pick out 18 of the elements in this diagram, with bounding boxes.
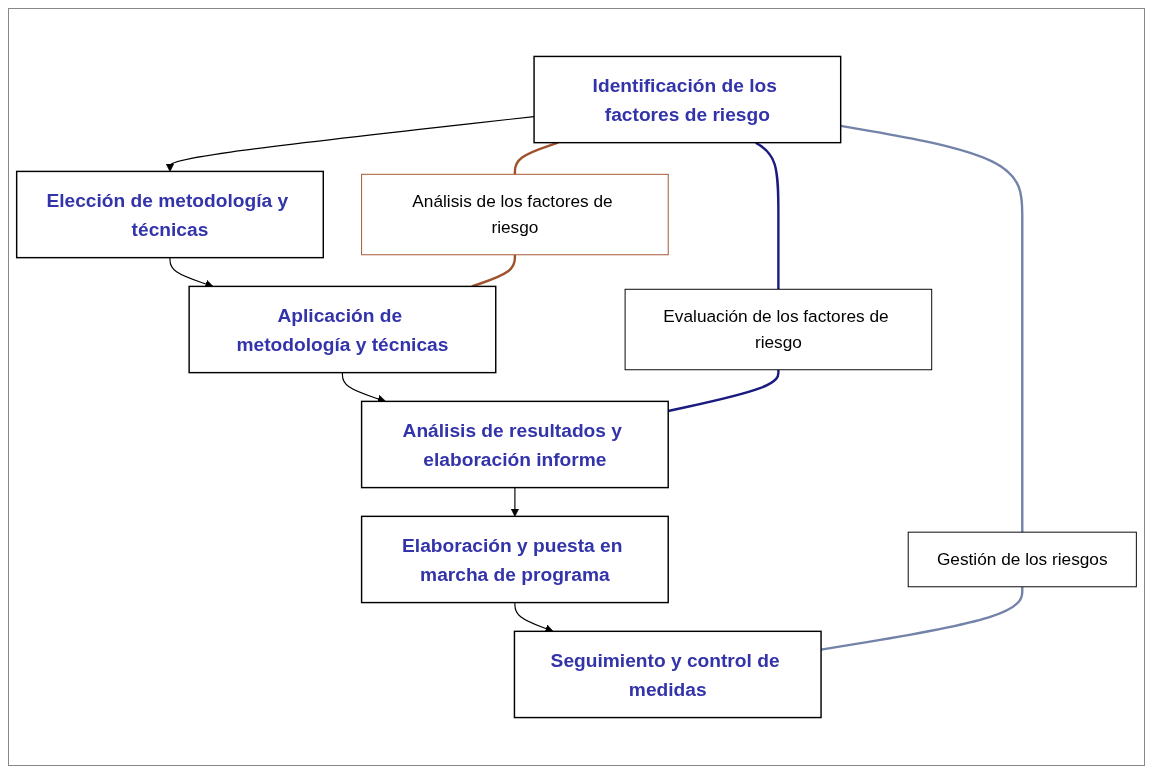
arrow	[341, 372, 386, 403]
node-box: Evaluación de los factores de riesgo	[624, 288, 933, 371]
node-box: Análisis de los factores de riesgo	[361, 173, 669, 256]
node-box: Análisis de resultados y elaboración informe	[360, 400, 669, 489]
node-box: Aplicación de metodología y técnicas	[188, 285, 497, 374]
connector	[471, 254, 517, 288]
connector	[840, 124, 1024, 533]
arrow	[165, 116, 535, 172]
arrow	[514, 602, 554, 633]
node-box: Identificación de los factores de riesgo	[533, 55, 842, 144]
node-box: Elección de metodología y técnicas	[15, 170, 324, 259]
arrow	[510, 487, 520, 517]
node-box: Seguimiento y control de medidas	[513, 630, 822, 719]
connector	[513, 141, 559, 175]
arrow	[169, 257, 214, 288]
node-box: Gestión de los riesgos	[907, 531, 1137, 588]
node-box: Elaboración y puesta en marcha de programa	[360, 515, 669, 604]
connector	[755, 141, 780, 290]
